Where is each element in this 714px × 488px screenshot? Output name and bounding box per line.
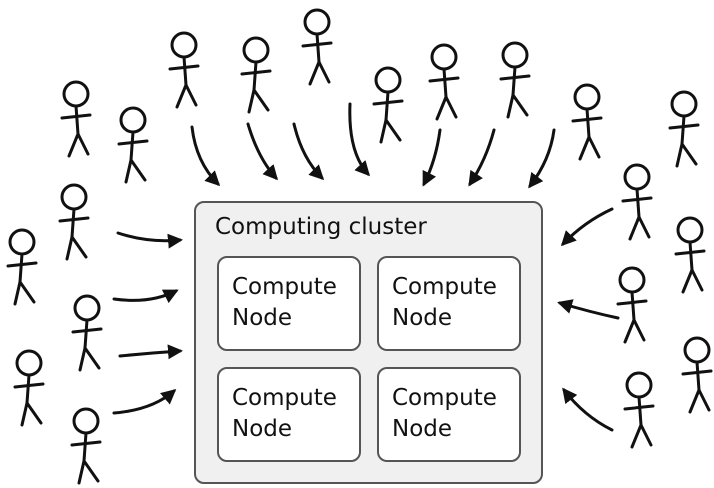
arrow-icon: [422, 128, 442, 187]
arrow-icon: [557, 299, 620, 320]
compute-node-3: Compute Node: [217, 367, 361, 462]
stick-figure-icon: [70, 407, 102, 485]
arrow-icon: [468, 128, 496, 187]
stick-figure-icon: [623, 371, 655, 449]
node-label-line2: Node: [232, 305, 293, 331]
node-label-line1: Compute: [392, 274, 497, 300]
stick-figure-icon: [674, 216, 706, 294]
node-label-line1: Compute: [232, 274, 337, 300]
stick-figure-icon: [571, 83, 603, 161]
arrow-icon: [560, 207, 614, 247]
arrow-icon: [246, 122, 279, 181]
arrow-icon: [348, 102, 371, 177]
node-label-line2: Node: [392, 416, 453, 442]
compute-node-2: Compute Node: [377, 256, 521, 351]
node-label-line1: Compute: [392, 385, 497, 411]
stick-figure-icon: [168, 31, 200, 109]
arrow-icon: [528, 128, 556, 189]
stick-figure-icon: [13, 349, 45, 427]
arrow-icon: [190, 125, 221, 187]
stick-figure-icon: [117, 106, 149, 184]
arrow-icon: [118, 344, 183, 360]
arrow-icon: [116, 231, 183, 249]
stick-figure-icon: [428, 43, 460, 121]
compute-node-1: Compute Node: [217, 256, 361, 351]
stick-figure-icon: [71, 294, 103, 372]
compute-node-4: Compute Node: [377, 367, 521, 462]
node-label-line2: Node: [392, 305, 453, 331]
arrow-icon: [562, 387, 614, 432]
arrow-icon: [112, 389, 177, 415]
stick-figure-icon: [668, 90, 700, 168]
stick-figure-icon: [60, 80, 92, 158]
cluster-title: Computing cluster: [215, 214, 427, 240]
stick-figure-icon: [372, 66, 404, 144]
node-label-line2: Node: [232, 416, 293, 442]
stick-figure-icon: [621, 163, 653, 241]
stick-figure-icon: [301, 8, 333, 86]
node-label-line1: Compute: [232, 385, 337, 411]
stick-figure-icon: [240, 36, 272, 114]
arrow-icon: [292, 122, 325, 181]
stick-figure-icon: [6, 228, 38, 306]
arrow-icon: [112, 289, 179, 304]
stick-figure-icon: [499, 41, 531, 119]
stick-figure-icon: [58, 183, 90, 261]
stick-figure-icon: [681, 336, 713, 414]
stick-figure-icon: [616, 266, 648, 344]
